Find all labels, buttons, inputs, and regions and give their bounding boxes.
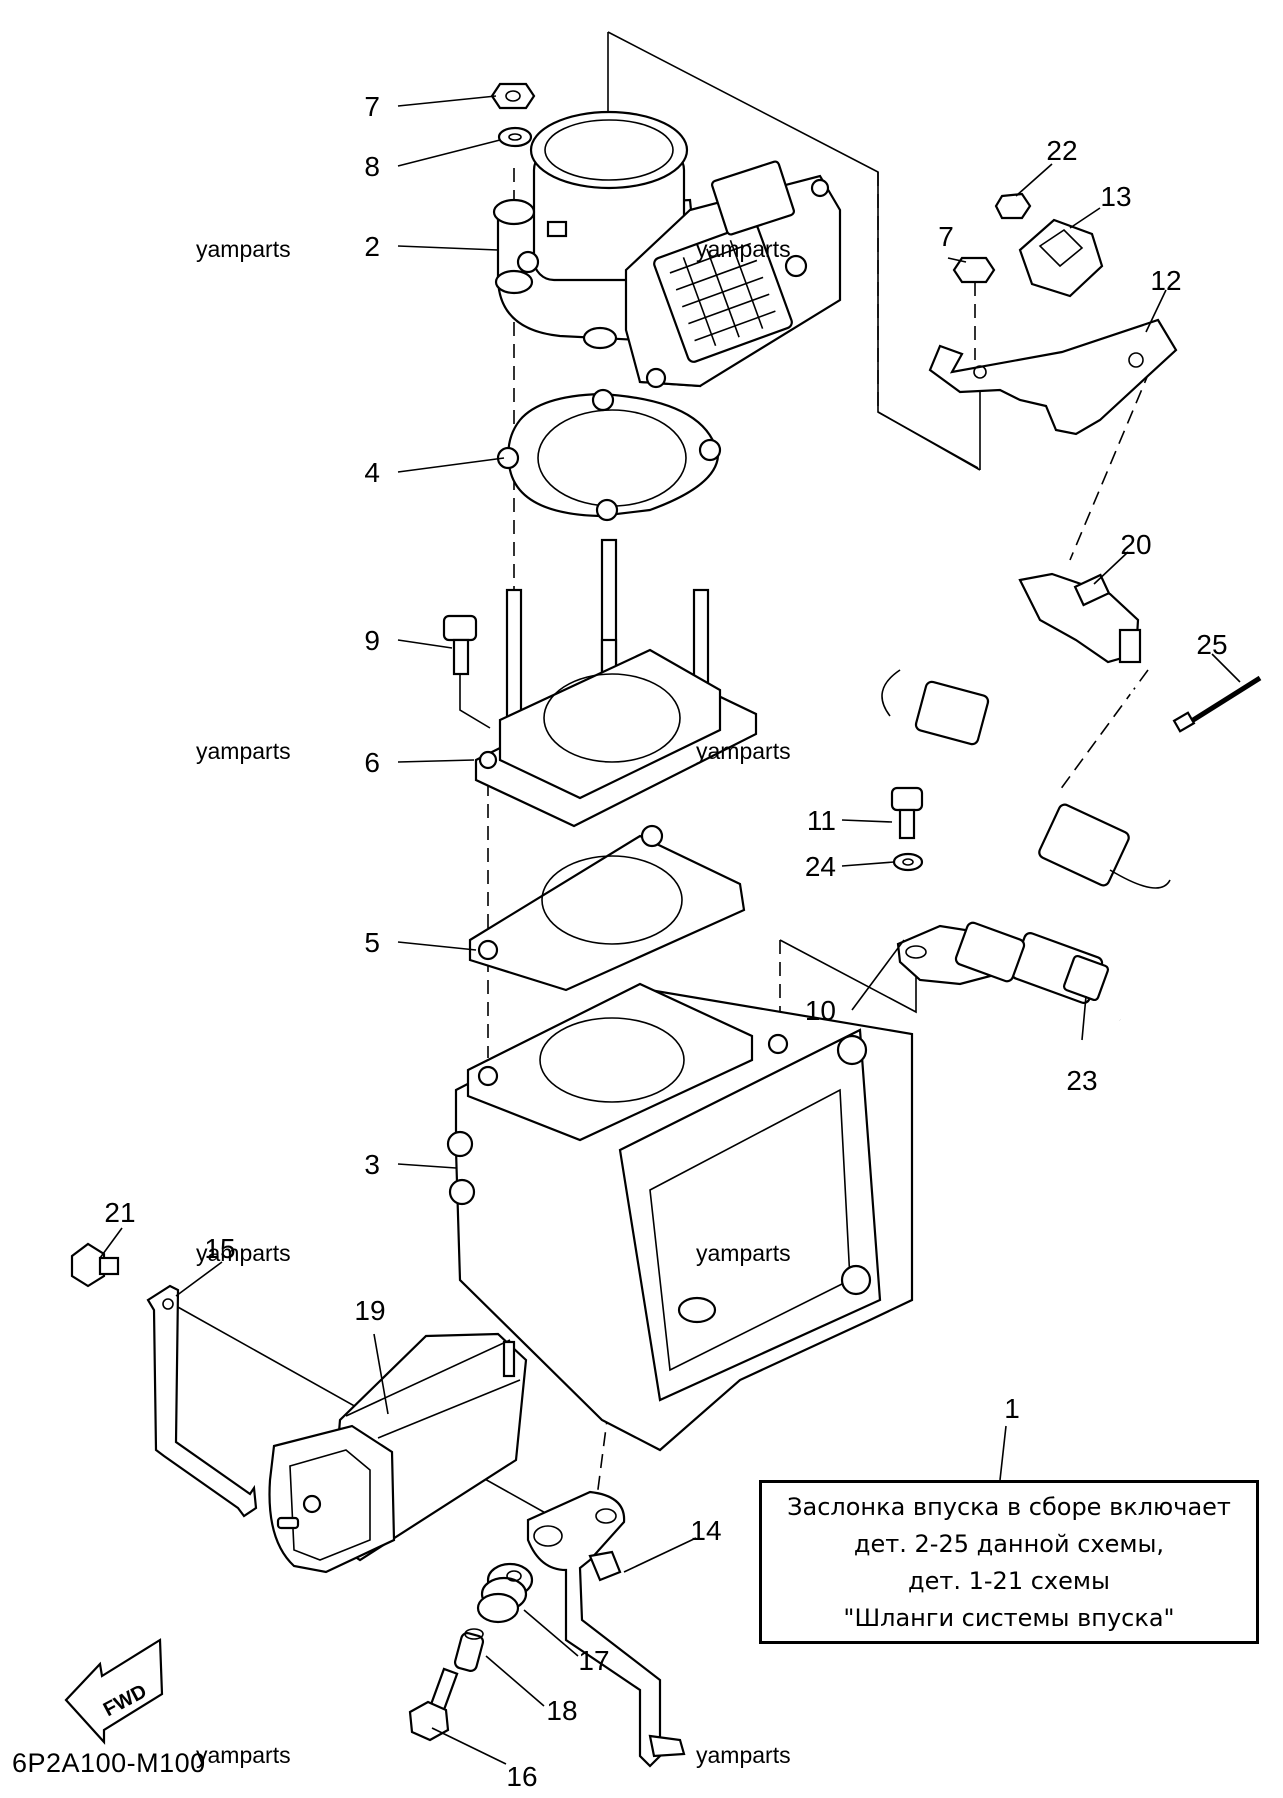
bolt-part-21 [70, 1242, 120, 1288]
callout-6: 6 [364, 747, 380, 778]
callout-leaders [99, 95, 1241, 1765]
note-line-2: дет. 2-25 данной схемы, [853, 1530, 1165, 1558]
diagram-code: 6P2A100-M100 [12, 1748, 206, 1778]
wire-harness [881, 642, 1178, 1027]
callout-19: 19 [354, 1295, 385, 1326]
washer-part-24 [892, 852, 924, 872]
cable-tie-part-25 [1172, 675, 1262, 733]
callout-21: 21 [104, 1197, 135, 1228]
watermark: yamparts [196, 1240, 291, 1266]
note-line-3: дет. 1-21 схемы [908, 1567, 1110, 1595]
nut-part-7 [490, 82, 536, 110]
callout-1: 1 [1004, 1393, 1020, 1424]
watermark: yamparts [196, 1742, 291, 1768]
callout-20: 20 [1120, 529, 1151, 560]
gasket-part-4 [496, 388, 722, 522]
bracket-part-15 [146, 1284, 258, 1518]
callout-7: 7 [364, 91, 380, 122]
gasket-part-5 [468, 824, 746, 992]
callout-4: 4 [364, 457, 380, 488]
callout-25: 25 [1196, 629, 1227, 660]
bolt-part-11 [890, 786, 924, 840]
callout-9: 9 [364, 625, 380, 656]
callout-16: 16 [506, 1761, 537, 1792]
fwd-arrow-icon: FWD [64, 1638, 164, 1745]
bracket-part-12 [928, 318, 1178, 436]
bracket-part-14 [526, 1490, 686, 1768]
callout-13: 13 [1100, 181, 1131, 212]
callout-23: 23 [1066, 1065, 1097, 1096]
watermark: yamparts [196, 738, 291, 764]
callout-14: 14 [690, 1515, 721, 1546]
callout-24: 24 [805, 851, 836, 882]
callout-10: 10 [805, 995, 836, 1026]
callout-7-right: 7 [938, 221, 954, 252]
callout-17: 17 [578, 1645, 609, 1676]
watermark: yamparts [696, 1240, 791, 1266]
connector-part-23 [1010, 932, 1110, 1004]
assembly-note-box: Заслонка впуска в сборе включает дет. 2-… [759, 1480, 1259, 1644]
watermark: yamparts [696, 236, 791, 262]
watermark: yamparts [696, 738, 791, 764]
sensor-part-20 [1018, 572, 1142, 664]
nut-part-7-right [952, 256, 996, 360]
spacer-part-6 [474, 648, 758, 828]
grommet-part-17 [476, 1562, 534, 1624]
callout-5: 5 [364, 927, 380, 958]
washer-part-8 [497, 126, 533, 148]
watermark: yamparts [696, 1742, 791, 1768]
bolt-part-9 [442, 614, 491, 729]
callout-12: 12 [1150, 265, 1181, 296]
note-line-4: "Шланги системы впуска" [843, 1604, 1175, 1632]
collar-part-18 [453, 1628, 485, 1672]
callout-numbers: 7 8 2 4 9 6 5 3 11 24 10 7 22 13 12 20 2… [104, 91, 1227, 1792]
callout-18: 18 [546, 1695, 577, 1726]
watermark: yamparts [196, 236, 291, 262]
throttle-body-part-2 [492, 110, 842, 389]
canister-part-19 [268, 1332, 528, 1574]
callout-2: 2 [364, 231, 380, 262]
intake-housing-part-3 [446, 982, 914, 1452]
callout-15: 15 [204, 1233, 235, 1264]
cover-part-13 [1018, 218, 1104, 298]
note-line-1: Заслонка впуска в сборе включает [787, 1493, 1231, 1521]
callout-22: 22 [1046, 135, 1077, 166]
callout-3: 3 [364, 1149, 380, 1180]
sensor-part-10 [896, 921, 1026, 986]
callout-11: 11 [807, 805, 836, 836]
nut-part-22 [994, 192, 1032, 220]
callout-8: 8 [364, 151, 380, 182]
